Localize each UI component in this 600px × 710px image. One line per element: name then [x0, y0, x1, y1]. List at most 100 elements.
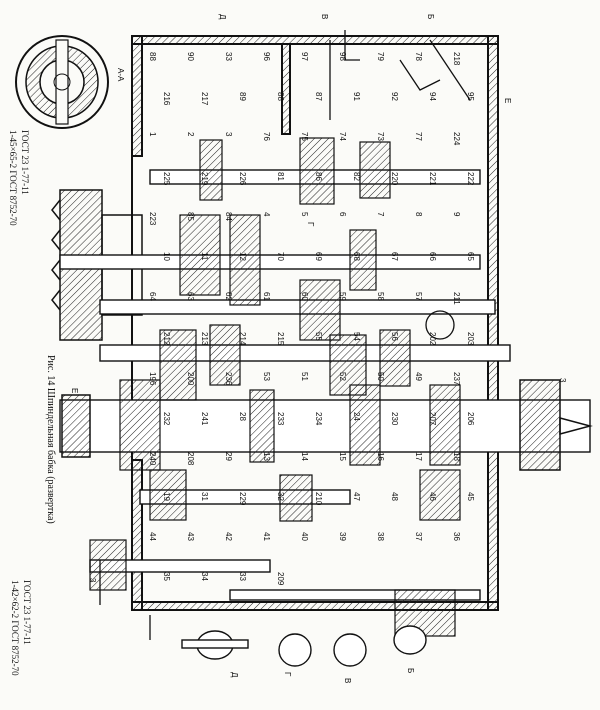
part-number: 207 [428, 412, 437, 426]
part-number: 77 [414, 132, 423, 141]
part-number: 1 [148, 132, 157, 137]
part-number: 33 [238, 572, 247, 581]
part-number: 220 [390, 172, 399, 186]
part-number: 13 [262, 452, 271, 461]
part-number: 215 [276, 332, 285, 346]
part-number: 40 [300, 532, 309, 541]
part-number: 7 [376, 212, 385, 217]
part-number: 66 [428, 252, 437, 261]
gears [89, 137, 461, 637]
levers [99, 30, 471, 640]
section-mark: Б [406, 668, 415, 673]
part-number: 74 [338, 132, 347, 141]
part-number: 52 [338, 372, 347, 381]
spindle-nose [61, 379, 593, 471]
part-number: 32 [276, 492, 285, 501]
part-number: 232 [162, 412, 171, 426]
part-number: 34 [200, 572, 209, 581]
part-number: 196 [148, 372, 157, 386]
part-number: 61 [262, 292, 271, 301]
part-number: 91 [352, 92, 361, 101]
section-mark: Д [218, 14, 227, 20]
part-number: 47 [352, 492, 361, 501]
part-number: 64 [148, 292, 157, 301]
part-number: 17 [414, 452, 423, 461]
section-mark: Е [503, 98, 512, 103]
part-number: 12 [238, 252, 247, 261]
section-label: А-А [116, 68, 125, 82]
part-number: 15 [338, 452, 347, 461]
part-number: 8 [414, 212, 423, 217]
section-mark: 3 [88, 578, 97, 583]
part-number: 229 [238, 492, 247, 506]
section-mark: В [343, 678, 352, 683]
part-number: 55 [314, 332, 323, 341]
part-number: 208 [186, 452, 195, 466]
part-number: 203 [466, 332, 475, 346]
part-number: 89 [238, 92, 247, 101]
section-mark: Б [426, 14, 435, 19]
part-number: 37 [414, 532, 423, 541]
control-knobs [181, 625, 427, 667]
part-number: 86 [314, 172, 323, 181]
part-number: 4 [262, 212, 271, 217]
part-number: 213 [200, 332, 209, 346]
part-number: 78 [414, 52, 423, 61]
part-number: 81 [276, 172, 285, 181]
part-number: 219 [200, 172, 209, 186]
part-number: 218 [452, 52, 461, 66]
section-mark: 3 [558, 378, 567, 383]
section-mark: Д [230, 672, 239, 678]
part-number: 84 [224, 212, 233, 221]
part-number: 43 [186, 532, 195, 541]
part-number: 31 [200, 492, 209, 501]
part-number: 48 [390, 492, 399, 501]
part-number: 90 [186, 52, 195, 61]
part-number: 29 [224, 452, 233, 461]
part-number: 75 [300, 132, 309, 141]
part-number: 39 [338, 532, 347, 541]
part-number: 97 [300, 52, 309, 61]
part-number: 42 [224, 532, 233, 541]
part-number: 60 [300, 292, 309, 301]
part-number: 14 [300, 452, 309, 461]
section-mark: Г [306, 222, 315, 227]
part-number: 6 [338, 212, 347, 217]
part-number: 33 [224, 52, 233, 61]
standard-top-1: 1-45×65-2 ГОСТ 8752-70 [8, 130, 18, 226]
part-number: 10 [162, 252, 171, 261]
part-number: 217 [200, 92, 209, 106]
part-number: 240 [148, 452, 157, 466]
part-number: 200 [186, 372, 195, 386]
part-number: 225 [162, 172, 171, 186]
part-number: 38 [376, 532, 385, 541]
part-number: 73 [376, 132, 385, 141]
part-number: 224 [452, 132, 461, 146]
part-number: 57 [414, 292, 423, 301]
part-number: 210 [314, 492, 323, 506]
figure-caption: Рис. 14 Шпиндельная бабка (развертка) [45, 355, 56, 524]
part-number: 223 [148, 212, 157, 226]
part-number: 16 [376, 452, 385, 461]
part-number: 236 [224, 372, 233, 386]
part-number: 95 [466, 92, 475, 101]
part-number: 67 [390, 252, 399, 261]
part-number: 222 [466, 172, 475, 186]
part-number: 76 [262, 132, 271, 141]
part-number: 41 [262, 532, 271, 541]
part-number: 88 [148, 52, 157, 61]
part-number: 62 [224, 292, 233, 301]
part-number: 44 [148, 532, 157, 541]
part-number: 202 [428, 332, 437, 346]
part-number: 237 [452, 372, 461, 386]
part-number: 2 [186, 132, 195, 137]
section-mark: Е [70, 388, 79, 393]
part-number: 18 [452, 452, 461, 461]
part-number: 82 [352, 172, 361, 181]
part-number: 45 [466, 492, 475, 501]
standard-top-2: ГОСТ 23 1-77-11 [20, 130, 30, 195]
